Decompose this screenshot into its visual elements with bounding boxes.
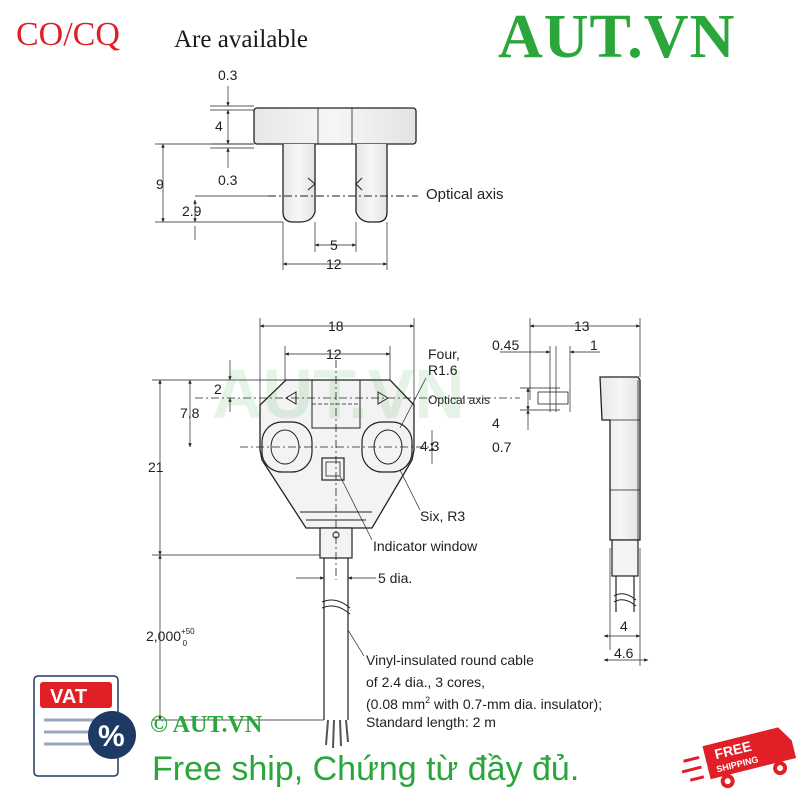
sensor-leg-left	[282, 144, 316, 223]
side-view	[500, 318, 649, 666]
dim-top-12: 12	[326, 256, 342, 272]
label-four-r-line2: R1.6	[428, 362, 458, 378]
available-label: Are available	[174, 26, 308, 53]
vat-badge: VAT %	[33, 675, 136, 777]
dim-front-2: 2	[214, 381, 222, 397]
cable-note-line1: Vinyl-insulated round cable	[366, 652, 534, 668]
sensor-body-outline	[259, 379, 415, 529]
label-four-r-line1: Four,	[428, 346, 460, 362]
watermark: AUT.VN	[212, 355, 465, 433]
top-view	[155, 86, 418, 270]
dim-side-1: 1	[590, 337, 598, 353]
copyright-text: © AUT.VN	[150, 712, 263, 738]
co-cq-label: CO/CQ	[16, 16, 120, 53]
sensor-head	[253, 107, 417, 145]
percent-icon: %	[98, 720, 125, 753]
dim-side-0-45: 0.45	[492, 337, 519, 353]
cable-note-line4: Standard length: 2 m	[366, 714, 496, 730]
cable-note-line3: (0.08 mm2 with 0.7-mm dia. insulator);	[366, 695, 602, 712]
dim-side-4: 4	[492, 415, 500, 431]
label-optical-axis-top: Optical axis	[426, 186, 504, 203]
top-view-labels: 0.3 4 9 0.3 2.9 5 12 Optical axis	[156, 67, 504, 272]
dim-top-0-3-b: 0.3	[218, 172, 238, 188]
side-view-labels: 13 0.45 1 4 0.7 4 4.6	[492, 318, 634, 661]
dim-front-4-3: 4.3	[420, 438, 440, 454]
dim-front-7-8: 7.8	[180, 405, 200, 421]
dim-top-2-9: 2.9	[182, 203, 202, 219]
vat-label: VAT	[50, 686, 87, 708]
dim-top-0-3-a: 0.3	[218, 67, 238, 83]
dim-side-13: 13	[574, 318, 590, 334]
promo-text: Free ship, Chứng từ đầy đủ.	[152, 750, 580, 788]
free-shipping-badge: FREE SHIPPING	[681, 727, 797, 789]
front-view	[152, 318, 520, 749]
dim-front-12: 12	[326, 346, 342, 362]
brand-logo: AUT.VN	[498, 3, 736, 71]
dim-side-4-bottom: 4	[620, 618, 628, 634]
indicator-window	[321, 457, 345, 481]
label-six-r: Six, R3	[420, 508, 465, 524]
dim-top-4: 4	[215, 118, 223, 134]
label-cable-diameter: 5 dia.	[378, 570, 412, 586]
dim-front-18: 18	[328, 318, 344, 334]
sensor-leg-right	[355, 144, 388, 223]
dim-side-4-6: 4.6	[614, 645, 634, 661]
cable-note-line2: of 2.4 dia., 3 cores,	[366, 674, 485, 690]
dim-side-0-7: 0.7	[492, 439, 512, 455]
label-indicator-window: Indicator window	[373, 538, 478, 554]
dim-top-5: 5	[330, 237, 338, 253]
dim-top-9: 9	[156, 176, 164, 192]
cable	[323, 558, 349, 720]
side-profile	[599, 376, 641, 541]
dim-front-21: 21	[148, 459, 164, 475]
label-optical-axis-front: Optical axis	[428, 393, 490, 407]
